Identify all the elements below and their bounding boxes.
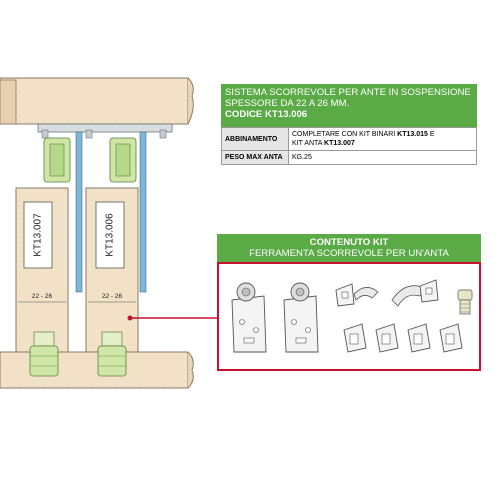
right-floor-guide xyxy=(97,331,127,377)
spec-title-line2: SPESSORE DA 22 A 26 mm. xyxy=(225,98,350,110)
u-clip-2 xyxy=(375,323,399,353)
spec-value-text: KIT ANTA xyxy=(292,140,325,147)
u-clip-1 xyxy=(343,323,367,353)
spec-table: ABBINAMENTO COMPLETARE CON KIT BINARI KT… xyxy=(221,127,477,165)
spec-value-suffix: E xyxy=(427,131,435,138)
spec-key: ABBINAMENTO xyxy=(221,127,289,151)
left-panel-code: KT13.007 xyxy=(33,213,44,257)
spec-value-code: KT13.007 xyxy=(324,140,355,147)
spec-value: KG.25 xyxy=(288,150,477,165)
clip-spring-right xyxy=(391,279,439,307)
kit-title: CONTENUTO KIT xyxy=(309,237,389,248)
left-roller-carriage xyxy=(43,131,83,293)
spec-key: PESO MAX ANTA xyxy=(221,150,289,165)
spec-row-peso: PESO MAX ANTA KG.25 xyxy=(221,150,477,165)
spec-code-label: CODICE xyxy=(225,109,263,121)
left-panel-thickness: 22 - 26 xyxy=(32,293,53,300)
clip-spring-left xyxy=(335,283,379,307)
right-panel-code: KT13.006 xyxy=(105,213,116,257)
u-clip-4 xyxy=(439,323,463,353)
spec-code: CODICE KT13.006 xyxy=(225,109,477,120)
left-floor-guide xyxy=(29,331,59,377)
right-door-panel: KT13.006 22 - 26 xyxy=(85,187,139,353)
top-rail xyxy=(37,123,173,139)
left-door-panel: KT13.007 22 - 26 xyxy=(15,187,69,353)
spec-header: SISTEMA SCORREVOLE PER ANTE IN SOSPENSIO… xyxy=(221,84,477,127)
roller-bracket-right xyxy=(283,282,319,353)
kit-contents-box xyxy=(217,262,481,371)
u-clip-row xyxy=(343,323,463,353)
floor-beam xyxy=(0,351,194,389)
roller-bracket-left xyxy=(231,282,267,353)
right-panel-thickness: 22 - 26 xyxy=(102,293,123,300)
right-roller-carriage xyxy=(109,131,147,293)
spec-code-value: KT13.006 xyxy=(264,109,308,121)
spec-value: COMPLETARE CON KIT BINARI KT13.015 E KIT… xyxy=(288,127,477,151)
spec-title-line1: SISTEMA SCORREVOLE PER ANTE IN SOSPENSIO… xyxy=(225,87,471,98)
spec-value-code: KT13.015 xyxy=(397,131,428,138)
kit-header: CONTENUTO KIT FERRAMENTA SCORREVOLE PER … xyxy=(217,234,481,262)
spec-value-text: COMPLETARE CON KIT BINARI xyxy=(292,131,398,138)
spec-row-abbinamento: ABBINAMENTO COMPLETARE CON KIT BINARI KT… xyxy=(221,127,477,151)
kit-subtitle: FERRAMENTA SCORREVOLE PER UN'ANTA xyxy=(249,248,449,259)
u-clip-3 xyxy=(407,323,431,353)
threaded-pin xyxy=(457,289,473,315)
callout-leader xyxy=(127,315,217,321)
ceiling-beam xyxy=(0,77,194,125)
